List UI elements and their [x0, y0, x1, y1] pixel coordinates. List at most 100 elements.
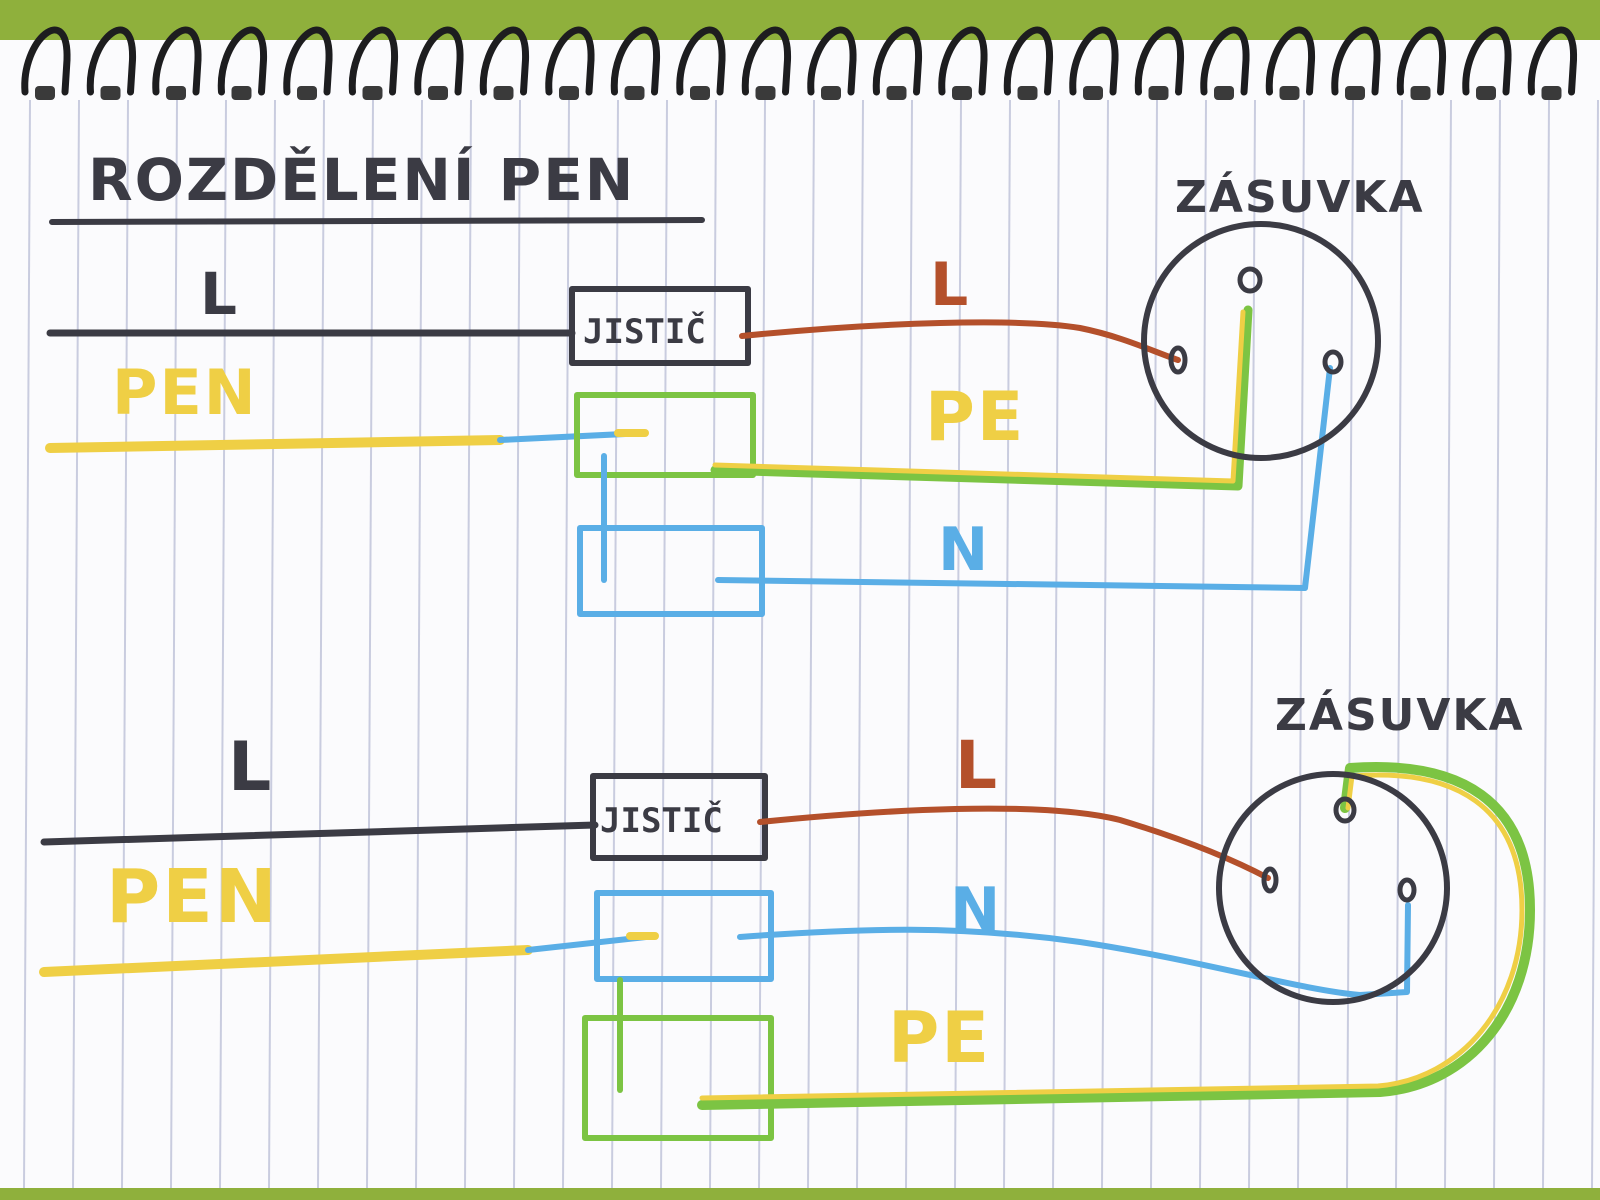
top-socket-l-pin — [1168, 345, 1188, 375]
bottom-diagram: L PEN JISTIČ L N PE ZÁSUVKA — [39, 688, 1535, 1141]
binding-hole — [1541, 86, 1562, 100]
bottom-socket-outline — [1216, 771, 1450, 1005]
spiral-loop — [414, 26, 464, 96]
binding-hole — [1214, 86, 1234, 100]
bottom-supply-pen-label: PEN — [106, 854, 279, 940]
spiral-binding — [21, 26, 1578, 100]
bottom-pe-label: PE — [888, 997, 991, 1079]
top-supply-l-label: L — [200, 260, 239, 328]
binding-hole — [1476, 86, 1496, 100]
binding-hole — [1410, 86, 1431, 100]
ruled-line — [807, 99, 815, 1189]
top-breaker-box — [569, 286, 751, 366]
ruled-line — [1101, 99, 1109, 1189]
spiral-loop — [1265, 26, 1316, 96]
spiral-loop — [348, 26, 399, 96]
ruled-line — [1199, 99, 1207, 1189]
top-supply-pen-wire — [45, 435, 505, 453]
bottom-pe-wire-green — [697, 762, 1535, 1110]
binding-hole — [1279, 86, 1300, 100]
ruled-line — [1542, 99, 1550, 1189]
spiral-loop — [152, 26, 202, 96]
title-underline — [49, 217, 705, 225]
bottom-n-wire — [737, 902, 1411, 998]
spiral-loop — [610, 26, 661, 96]
binding-hole — [231, 86, 252, 100]
top-socket-pe-pin — [1237, 266, 1263, 294]
top-socket-n-pin — [1322, 349, 1344, 375]
spiral-loop — [741, 26, 792, 96]
ruled-line — [1395, 99, 1403, 1189]
binding-hole — [297, 86, 317, 100]
ruled-line — [856, 99, 864, 1189]
binding-hole — [559, 86, 579, 100]
bottom-socket-pe-pin — [1333, 796, 1357, 824]
ruled-line — [1346, 99, 1354, 1189]
ruled-line — [268, 99, 276, 1189]
ruled-line — [1591, 99, 1599, 1189]
ruled-line — [464, 99, 472, 1189]
binding-hole — [1148, 86, 1169, 100]
bottom-pe-terminal — [582, 1015, 774, 1141]
ruled-line — [1248, 99, 1256, 1189]
spiral-loop — [807, 26, 857, 96]
ruled-line — [366, 99, 374, 1189]
binding-hole — [886, 86, 907, 100]
bottom-socket-l-pin — [1261, 866, 1279, 894]
ruled-line — [660, 99, 668, 1189]
binding-hole — [362, 86, 383, 100]
top-pe-terminal — [574, 392, 756, 478]
binding-hole — [952, 86, 972, 100]
spiral-loop — [217, 26, 268, 96]
bottom-socket-n-pin — [1397, 877, 1417, 903]
top-pe-label: PE — [925, 378, 1025, 457]
spiral-loop — [1527, 26, 1578, 96]
ruled-line — [23, 99, 31, 1189]
binding-hole — [100, 86, 121, 100]
ruled-line — [1493, 99, 1501, 1189]
ruled-line — [758, 99, 766, 1189]
top-pe-wire-yellow — [712, 309, 1246, 484]
top-breaker-label: JISTIČ — [583, 311, 706, 352]
spiral-loop — [1462, 26, 1512, 96]
top-out-l-wire — [739, 319, 1181, 363]
spiral-loop — [545, 26, 595, 96]
binding-hole — [624, 86, 645, 100]
top-supply-pen-label: PEN — [112, 356, 258, 429]
binding-hole — [35, 86, 55, 100]
spiral-loop — [1134, 26, 1185, 96]
binding-hole — [428, 86, 448, 100]
bottom-supply-l-label: L — [228, 728, 273, 807]
ruled-line — [611, 99, 619, 1189]
ruled-line — [72, 99, 80, 1189]
top-socket-outline — [1141, 221, 1381, 461]
spiral-loop — [283, 26, 333, 96]
ruled-line — [1052, 99, 1060, 1189]
bottom-out-l-label: L — [955, 727, 999, 804]
ruled-line — [219, 99, 227, 1189]
ruled-line — [562, 99, 570, 1189]
spiral-loop — [86, 26, 137, 96]
ruled-line — [1444, 99, 1452, 1189]
top-socket-label: ZÁSUVKA — [1175, 170, 1425, 223]
spiral-loop — [21, 26, 71, 96]
spiral-loop — [872, 26, 923, 96]
ruled-line — [905, 99, 913, 1189]
ruled-line — [415, 99, 423, 1189]
ruled-line — [1297, 99, 1305, 1189]
bottom-out-l-wire — [757, 805, 1271, 881]
bottom-supply-pen-wire — [39, 945, 533, 977]
spiral-loop — [1331, 26, 1381, 96]
spiral-loop — [479, 26, 530, 96]
ruled-line — [954, 99, 962, 1189]
ruled-line — [709, 99, 717, 1189]
bottom-pe-wire-yellow — [699, 772, 1525, 1101]
page-title: ROZDĚLENÍ PEN — [88, 145, 635, 214]
spiral-loop — [1200, 26, 1250, 96]
bottom-breaker-box — [590, 773, 768, 861]
binding-hole — [493, 86, 514, 100]
binding-hole — [166, 86, 186, 100]
spiral-loop — [1396, 26, 1447, 96]
binding-hole — [690, 86, 710, 100]
